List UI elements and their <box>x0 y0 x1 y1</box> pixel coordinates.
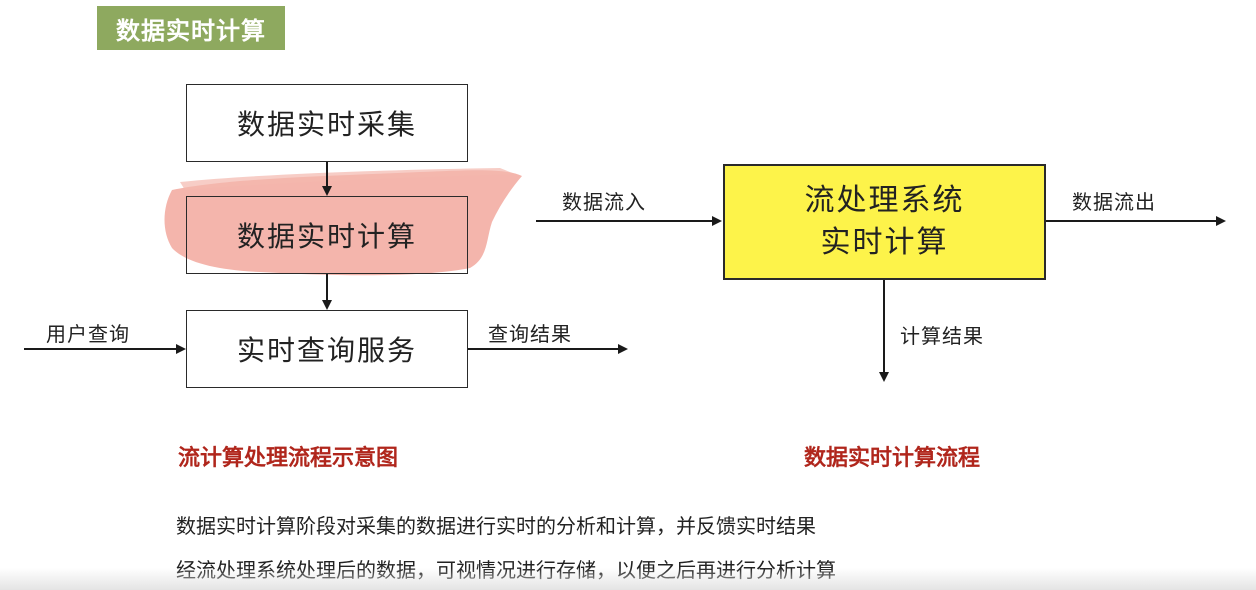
box-data-compute: 数据实时计算 <box>186 196 468 274</box>
caption-left-diagram: 流计算处理流程示意图 <box>178 446 399 471</box>
description-line-1: 数据实时计算阶段对采集的数据进行实时的分析和计算，并反馈实时结果 <box>176 514 816 538</box>
bottom-shade <box>0 568 1256 590</box>
page-title: 数据实时计算 <box>97 6 285 50</box>
label-query-result: 查询结果 <box>488 322 572 346</box>
stream-box-line1: 流处理系统 <box>804 183 965 218</box>
label-data-in: 数据流入 <box>562 190 646 214</box>
box-data-collection: 数据实时采集 <box>186 84 468 162</box>
label-compute-result: 计算结果 <box>900 324 984 348</box>
label-data-out: 数据流出 <box>1072 190 1156 214</box>
box-stream-processing: 流处理系统 实时计算 <box>723 164 1046 280</box>
box-query-service: 实时查询服务 <box>186 310 468 388</box>
label-user-query: 用户查询 <box>46 322 130 346</box>
caption-right-diagram: 数据实时计算流程 <box>804 446 981 471</box>
stream-box-line2: 实时计算 <box>820 225 949 260</box>
